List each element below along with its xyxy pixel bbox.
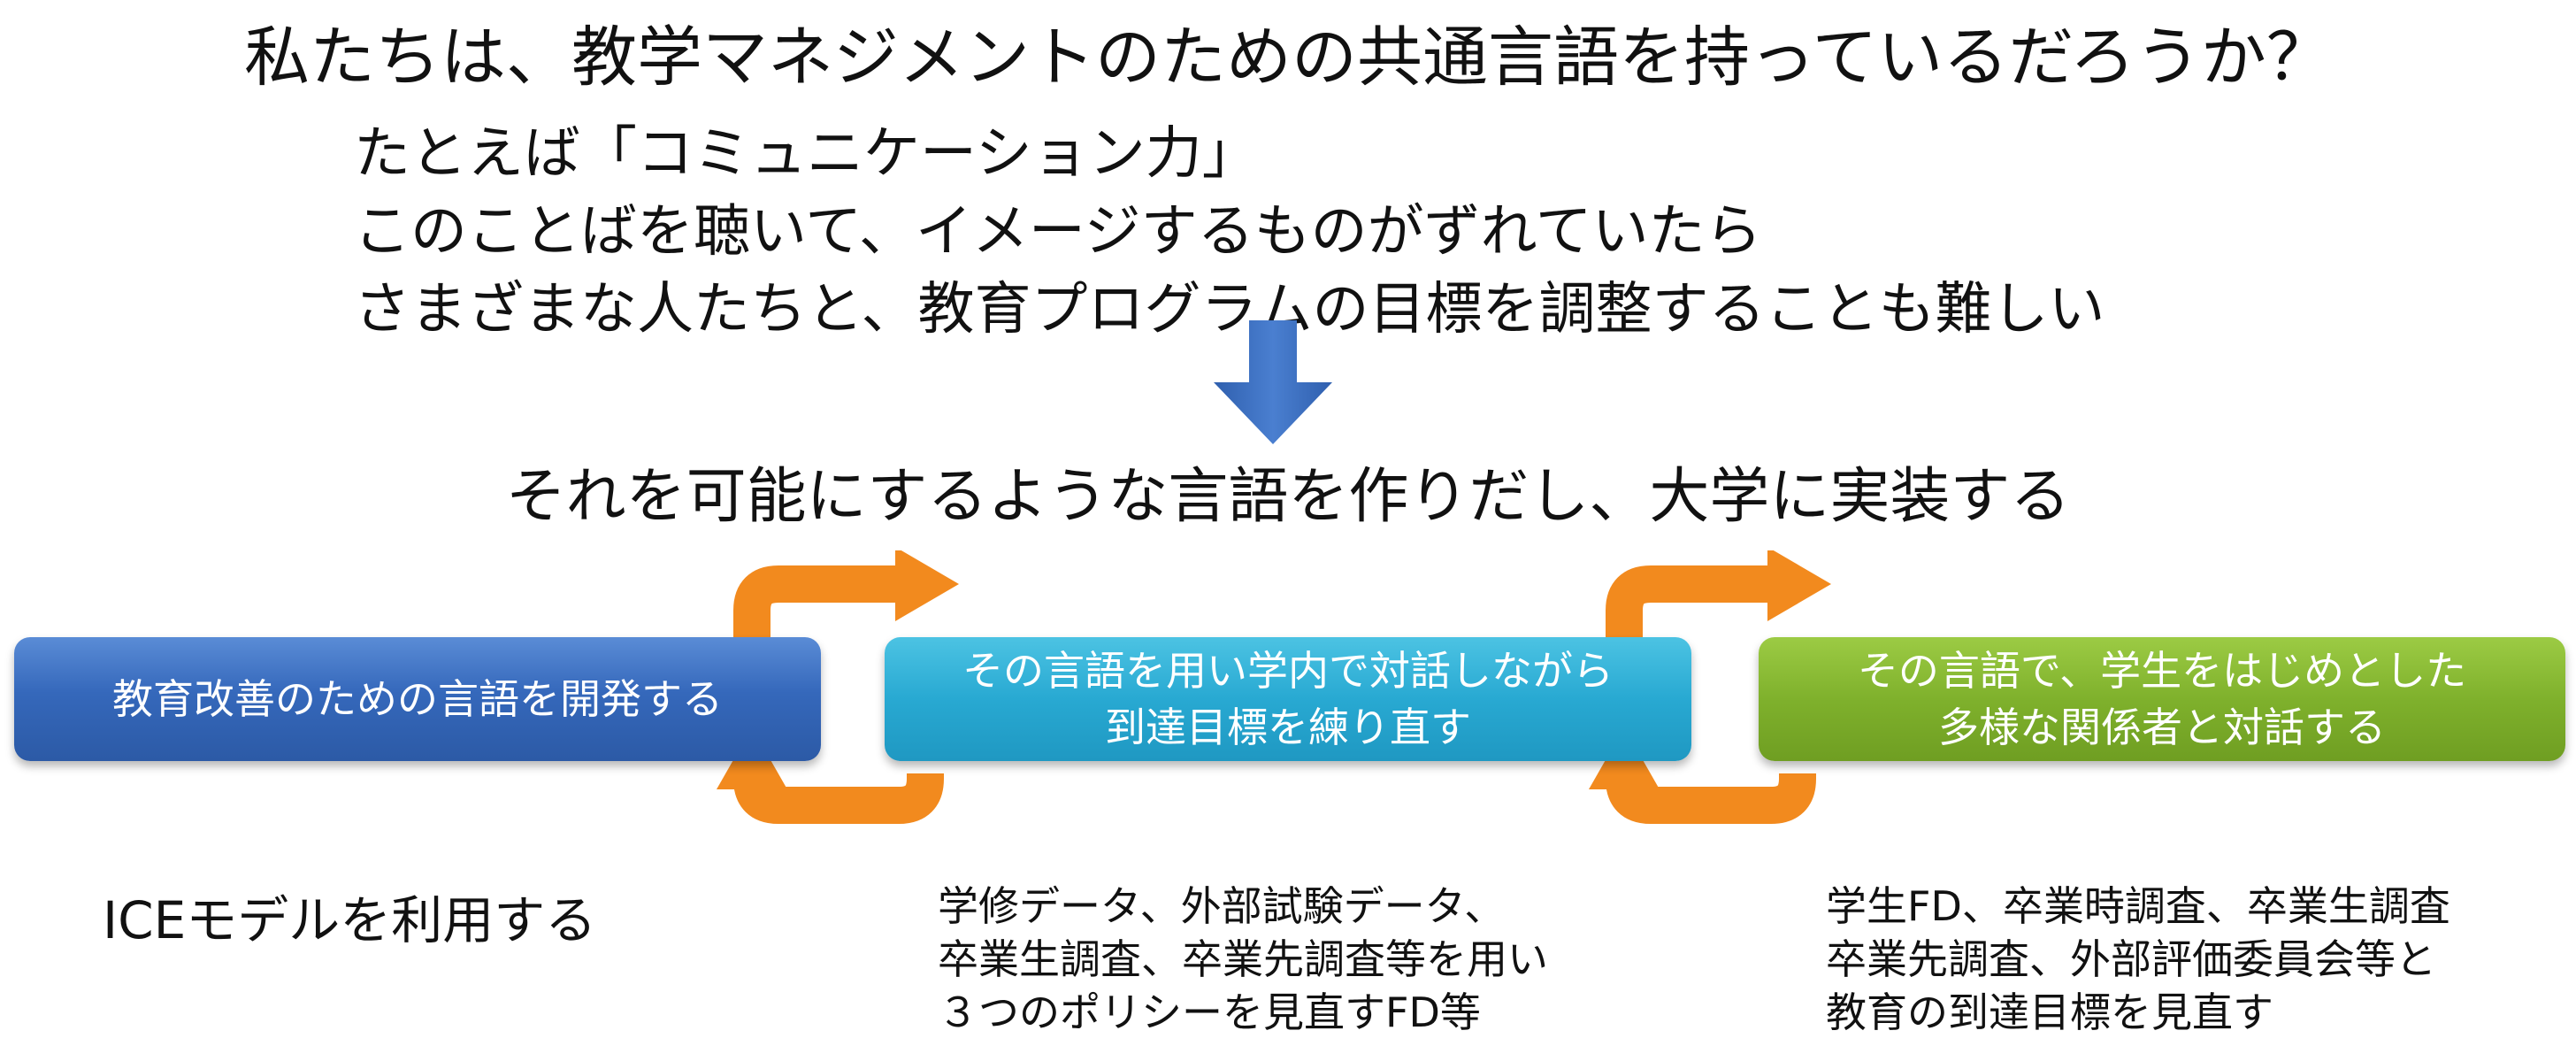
cycle-loop-icon: [1589, 550, 1831, 824]
note-line: 卒業先調査、外部評価委員会等と: [1826, 935, 2436, 983]
note-line: 卒業生調査、卒業先調査等を用い: [938, 935, 1548, 983]
note-line: 学生FD、卒業時調査、卒業生調査: [1826, 882, 2450, 930]
subtitle: それを可能にするような言語を作りだし、大学に実装する: [505, 462, 2071, 532]
intro-line: たとえば「コミュニケーション力」: [354, 121, 1259, 187]
step-box-label: その言語で、学生をはじめとした: [1857, 647, 2467, 695]
step-box-stakeholder-dialogue: その言語で、学生をはじめとした 多様な関係者と対話する: [1759, 637, 2565, 761]
intro-line: さまざまな人たちと、教育プログラムの目標を調整することも難しい: [354, 277, 2105, 342]
note-external-review: 学生FD、卒業時調査、卒業生調査 卒業先調査、外部評価委員会等と 教育の到達目標…: [1826, 880, 2450, 1039]
step-box-label: その言語を用い学内で対話しながら: [962, 647, 1614, 695]
intro-text: たとえば「コミュニケーション力」 このことばを聴いて、イメージするものがずれてい…: [354, 115, 2105, 349]
step-box-internal-dialogue: その言語を用い学内で対話しながら 到達目標を練り直す: [885, 637, 1691, 761]
note-ice-model: ICEモデルを利用する: [103, 890, 597, 950]
step-box-label: 多様な関係者と対話する: [1938, 704, 2386, 751]
step-box-label: 教育改善のための言語を開発する: [112, 675, 723, 723]
step-box-label: 到達目標を練り直す: [1105, 704, 1471, 751]
intro-line: このことばを聴いて、イメージするものがずれていたら: [354, 199, 1762, 265]
step-box-develop-language: 教育改善のための言語を開発する: [14, 637, 821, 761]
page-title: 私たちは、教学マネジメントのための共通言語を持っているだろうか？: [244, 19, 2332, 96]
note-line: 学修データ、外部試験データ、: [938, 882, 1506, 930]
note-line: 教育の到達目標を見直す: [1826, 988, 2273, 1036]
note-line: ３つのポリシーを見直すFD等: [938, 988, 1481, 1036]
cycle-loop-icon: [717, 550, 959, 824]
note-internal-review: 学修データ、外部試験データ、 卒業生調査、卒業先調査等を用い ３つのポリシーを見…: [938, 880, 1548, 1039]
down-arrow-icon: [1214, 320, 1332, 444]
